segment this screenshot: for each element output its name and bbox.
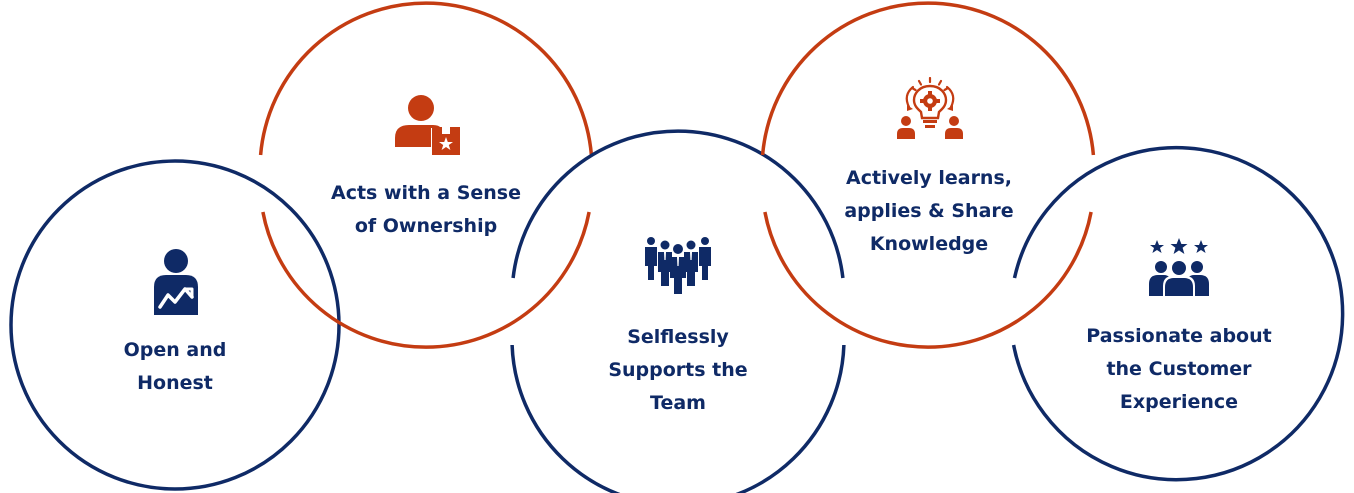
ring-open-and-honest	[9, 159, 341, 491]
ring-learns-and-shares-bottom-arc	[763, 211, 1093, 349]
team-group-icon	[645, 237, 711, 294]
ring-learns-and-shares-top-arc	[760, 1, 1096, 156]
value-label-open-and-honest: Open and Honest	[123, 339, 227, 394]
stars-over-people-icon	[1149, 238, 1209, 296]
value-label-supports-the-team: Selflessly Supports the Team	[608, 326, 748, 414]
ring-supports-the-team-bottom-arc	[510, 344, 846, 493]
ring-sense-of-ownership-top-arc	[258, 1, 594, 156]
ring-sense-of-ownership-bottom-arc	[261, 211, 591, 349]
person-with-trend-chart-icon	[154, 249, 198, 315]
value-label-customer-experience: Passionate about the Customer Experience	[1086, 325, 1272, 413]
ring-customer-experience-arc	[1011, 145, 1345, 482]
value-label-learns-and-shares: Actively learns, applies & Share Knowled…	[844, 167, 1014, 255]
person-with-award-box-icon	[395, 95, 460, 155]
lightbulb-gear-people-icon	[897, 77, 963, 139]
ring-supports-the-team-top-arc	[511, 129, 845, 279]
value-label-sense-of-ownership: Acts with a Sense of Ownership	[331, 182, 521, 237]
